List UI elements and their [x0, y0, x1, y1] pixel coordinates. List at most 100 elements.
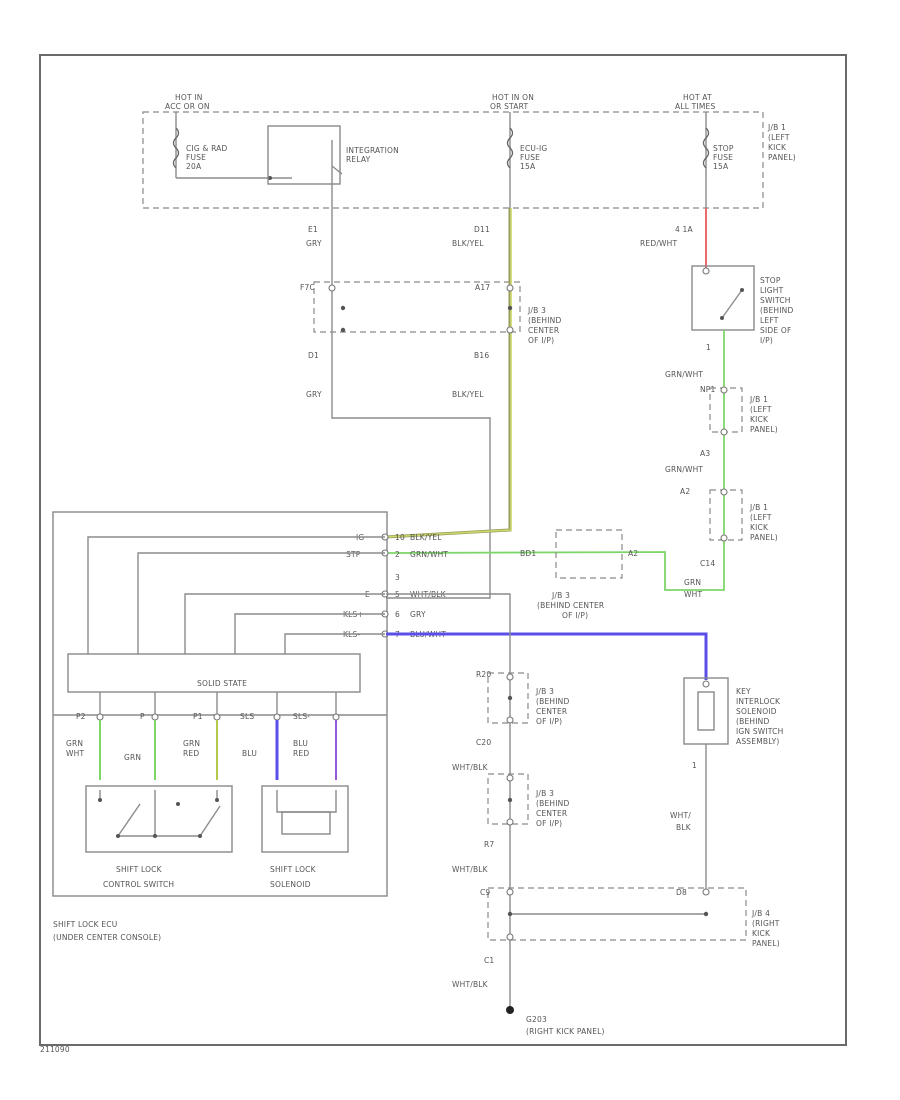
shift-lock-ecu-box [52, 511, 388, 897]
ground-label: G203 [526, 1015, 547, 1024]
ecu-wire-color-1: BLK/YEL [410, 533, 442, 542]
jb3-upper-label-1: J/B 3 [527, 306, 546, 315]
grn-wht-color-3a: GRN [684, 578, 701, 587]
key-wht-blk-1: WHT/ [670, 811, 691, 820]
jb4-box [487, 887, 747, 941]
jb4-label-3: KICK [752, 929, 771, 938]
jb1-top-label-4: PANEL) [768, 153, 796, 162]
jb3-upper-box [313, 281, 521, 333]
a2-right-label: A2 [680, 487, 690, 496]
ecu-name-2: (UNDER CENTER CONSOLE) [53, 933, 161, 942]
ecu-pin [213, 713, 221, 721]
stop-switch-pin-1: 1 [706, 343, 711, 352]
a17-label: A17 [475, 283, 490, 292]
hot-in-on-label: HOT IN ON [492, 93, 534, 102]
junction-dot [720, 316, 724, 320]
c1-label: C1 [484, 956, 494, 965]
cig-fuse-element [172, 127, 180, 169]
ecu-pin-label-stp: STP [346, 550, 361, 559]
solenoid-wire [276, 790, 337, 813]
key-wht-blk-2: BLK [676, 823, 692, 832]
ecu-wire-color-2: GRN/WHT [410, 550, 448, 559]
cig-fuse-label-1: CIG & RAD [186, 144, 228, 153]
d1-color: GRY [306, 390, 322, 399]
pin [506, 284, 514, 292]
ecu-name-1: SHIFT LOCK ECU [53, 920, 117, 929]
stop-switch-label-5: LEFT [760, 316, 779, 325]
jb3-upper-label-4: OF I/P) [528, 336, 554, 345]
stop-switch-contact [721, 289, 743, 319]
relay-label-2: RELAY [346, 155, 371, 164]
ecu-pin-num-2: 2 [395, 550, 400, 559]
b16-color: BLK/YEL [452, 390, 484, 399]
junction-dot [507, 305, 513, 311]
d1-label: D1 [308, 351, 319, 360]
jb3-lower-a-3: CENTER [536, 707, 567, 716]
bd1-label: BD1 [520, 549, 536, 558]
a1a-color: RED/WHT [640, 239, 678, 248]
jb1-mid2-label-2: (LEFT [750, 513, 772, 522]
key-interlock-label-3: SOLENOID [736, 707, 777, 716]
stop-fuse-element [702, 127, 710, 169]
c20-label: C20 [476, 738, 491, 747]
cig-fuse-label-2: FUSE [186, 153, 206, 162]
pin [702, 680, 710, 688]
solid-state-label: SOLID STATE [197, 679, 247, 688]
key-pin-1: 1 [692, 761, 697, 770]
key-interlock-label-2: INTERLOCK [736, 697, 781, 706]
hot-in-on-sub-label: OR START [490, 102, 528, 111]
junction-dot [176, 802, 180, 806]
a2-label: A2 [628, 549, 638, 558]
jb3-lower-b-1: J/B 3 [535, 789, 554, 798]
junction-dot [198, 834, 202, 838]
switch-name-2: CONTROL SWITCH [103, 880, 174, 889]
hot-at-label: HOT AT [683, 93, 712, 102]
r20-label: R20 [476, 670, 491, 679]
jb1-top-label-3: KICK [768, 143, 787, 152]
bottom-pin-sls: SLS [240, 712, 254, 721]
jb3-lower-b-2: (BEHIND [536, 799, 569, 808]
bottom-pin-p: P [140, 712, 145, 721]
switch-name-1: SHIFT LOCK [116, 865, 163, 874]
junction-dot [340, 327, 346, 333]
stop-switch-label-6: SIDE OF [760, 326, 792, 335]
ecu-fuse-label-1: ECU-IG [520, 144, 547, 153]
jb3-lower-b-box [487, 773, 529, 825]
junction-dot [740, 288, 744, 292]
a3-label: A3 [700, 449, 710, 458]
stop-switch-label-1: STOP [760, 276, 781, 285]
jb3-lower-b-4: OF I/P) [536, 819, 562, 828]
ecu-pin-num-3: 3 [395, 573, 400, 582]
switch-contact [117, 803, 141, 837]
ecu-pin [332, 713, 340, 721]
ecu-pin-num-5: 6 [395, 610, 400, 619]
jb1-mid2-label-4: PANEL) [750, 533, 778, 542]
wire-label-grn-red-1: GRN [183, 739, 200, 748]
hot-in-label: HOT IN [175, 93, 203, 102]
solenoid-name-2: SOLENOID [270, 880, 311, 889]
key-interlock-label-4: (BEHIND [736, 717, 769, 726]
junction-dot [703, 911, 709, 917]
junction-dot [507, 695, 513, 701]
jb1-mid2-box [709, 489, 743, 541]
junction-dot [98, 798, 102, 802]
gray-wire-to-ecu [331, 208, 491, 599]
stop-switch-label-4: (BEHIND [760, 306, 793, 315]
pin [328, 284, 336, 292]
diagram-code: 211090 [40, 1045, 70, 1054]
fuse-box [142, 111, 764, 209]
pin [506, 326, 514, 334]
pin [506, 716, 514, 724]
diagram-frame [39, 54, 847, 1046]
ecu-internal-wire [184, 593, 385, 654]
wire-label-grn-wht-1: GRN [66, 739, 83, 748]
pin [720, 488, 728, 496]
pin [506, 888, 514, 896]
jb4-label-4: PANEL) [752, 939, 780, 948]
jb1-top-label-1: J/B 1 [767, 123, 786, 132]
d11-label: D11 [474, 225, 490, 234]
f7c-label: F7C [300, 283, 315, 292]
jb4-label-1: J/B 4 [751, 909, 770, 918]
key-interlock-label-5: IGN SWITCH [736, 727, 783, 736]
